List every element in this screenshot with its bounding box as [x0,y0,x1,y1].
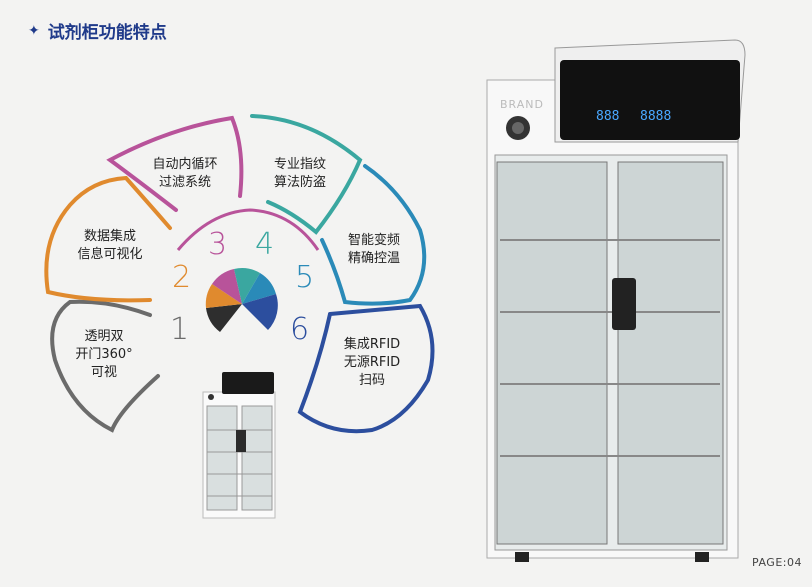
feature-6-line-3: 扫码 [358,373,385,388]
feature-number-1: 1 [170,312,190,347]
page-title: ✦ 试剂柜功能特点 [28,18,167,44]
cabinet-brand: BRAND [500,98,544,111]
petal-6-outline [297,303,435,434]
petal-1-outline [50,299,160,433]
display-left: 888 [596,109,620,124]
feature-number-3: 3 [208,227,228,262]
feature-5-line-1: 智能变频 [347,233,400,248]
pie-slice-6 [242,294,278,330]
feature-2-line-2: 信息可视化 [77,247,143,262]
feature-label-6: 集成RFID 无源RFID 扫码 [330,336,414,390]
feature-6-line-1: 集成RFID [343,337,401,352]
small-cabinet-image [202,372,276,519]
center-pie [205,268,278,332]
petal-3-outline [106,115,244,212]
star-icon: ✦ [28,22,40,39]
pie-slice-3 [212,269,242,304]
feature-1-line-3: 可视 [90,365,117,380]
title-text: 试剂柜功能特点 [47,23,167,43]
feature-1-line-1: 透明双 [84,329,124,344]
feature-label-2: 数据集成 信息可视化 [62,228,158,264]
petal-4-outline [250,114,363,235]
page-number: PAGE:04 [752,556,802,569]
feature-4-line-2: 算法防盗 [273,175,326,190]
feature-number-6: 6 [290,312,310,347]
feature-3-line-1: 自动内循环 [152,157,218,172]
pie-slice-5 [242,273,276,304]
feature-label-1: 透明双 开门360° 可视 [64,328,144,382]
feature-2-line-1: 数据集成 [83,229,136,244]
pie-slice-2 [205,284,242,308]
feature-1-line-2: 开门360° [75,347,133,362]
display-right: 8888 [640,109,672,124]
large-cabinet-image [486,39,746,562]
pie-slice-4 [234,268,260,304]
feature-number-4: 4 [255,227,275,262]
feature-4-line-1: 专业指纹 [273,157,326,172]
feature-3-line-2: 过滤系统 [158,175,211,190]
pie-slice-1 [206,304,242,332]
feature-6-line-2: 无源RFID [343,355,401,370]
feature-number-5: 5 [295,260,315,295]
feature-number-2: 2 [172,260,192,295]
feature-label-5: 智能变频 精确控温 [332,232,416,268]
feature-5-line-2: 精确控温 [347,251,400,266]
inner-arc [176,208,320,251]
petal-2-outline [44,175,172,303]
petal-5-outline [320,164,427,306]
feature-label-3: 自动内循环 过滤系统 [137,156,233,192]
feature-label-4: 专业指纹 算法防盗 [258,156,342,192]
